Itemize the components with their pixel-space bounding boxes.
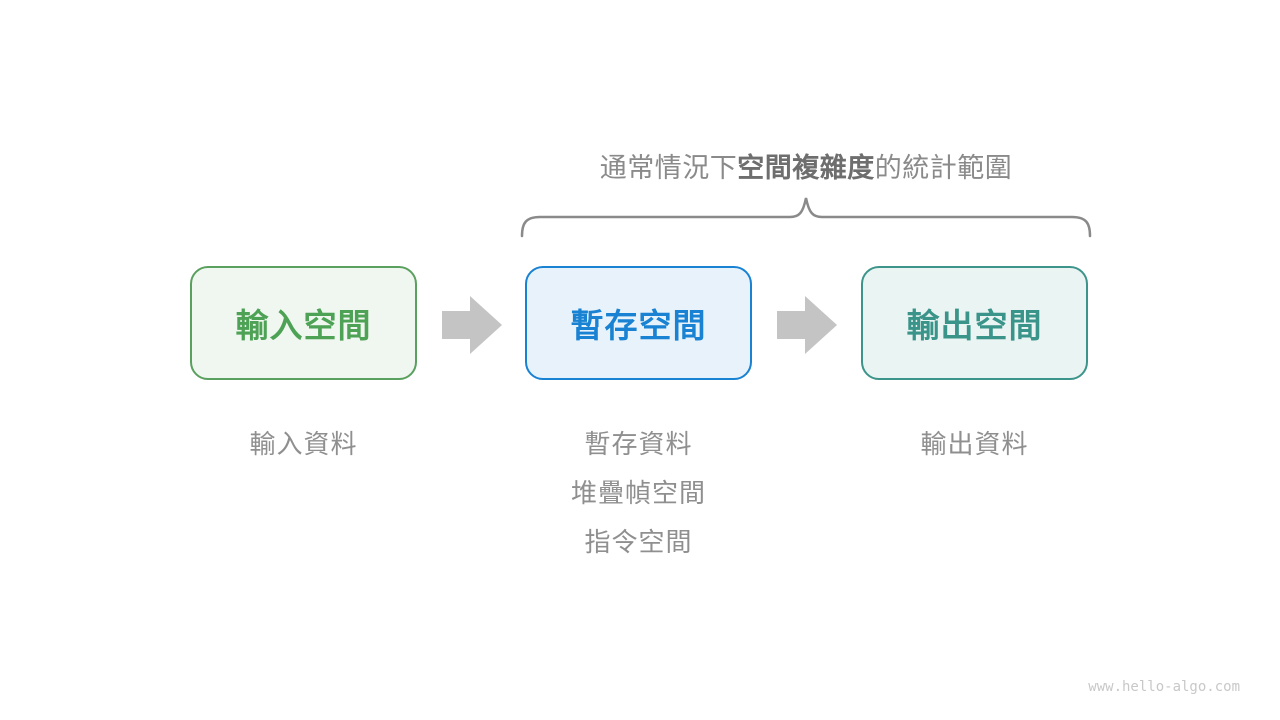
title-prefix: 通常情況下	[599, 153, 738, 183]
title-suffix: 的統計範圍	[874, 153, 1013, 183]
diagram-title: 通常情況下空間複雜度的統計範圍	[520, 146, 1092, 185]
output-data-note: 輸出資料	[920, 429, 1029, 459]
arrow-right-shape	[442, 296, 502, 354]
temp-space-label: 暫存空間	[570, 307, 707, 344]
stack-frame-space-note: 堆疊幀空間	[570, 478, 706, 508]
input-data-note: 輸入資料	[249, 429, 358, 459]
arrow-right-shape	[777, 296, 837, 354]
output-space-label: 輸出空間	[906, 307, 1043, 344]
input-space-box: 輸入空間	[190, 266, 417, 380]
temp-space-box: 暫存空間	[525, 266, 752, 380]
watermark: www.hello-algo.com	[1088, 679, 1240, 695]
title-highlight: 空間複雜度	[737, 153, 875, 183]
scope-brace-path	[520, 197, 1092, 238]
output-space-box: 輸出空間	[861, 266, 1088, 380]
instruction-space-note: 指令空間	[584, 527, 693, 557]
arrow-right-icon	[777, 296, 837, 354]
input-space-label: 輸入空間	[235, 307, 372, 344]
temp-data-note: 暫存資料	[584, 429, 693, 459]
arrow-right-icon	[442, 296, 502, 354]
scope-brace	[520, 197, 1092, 238]
